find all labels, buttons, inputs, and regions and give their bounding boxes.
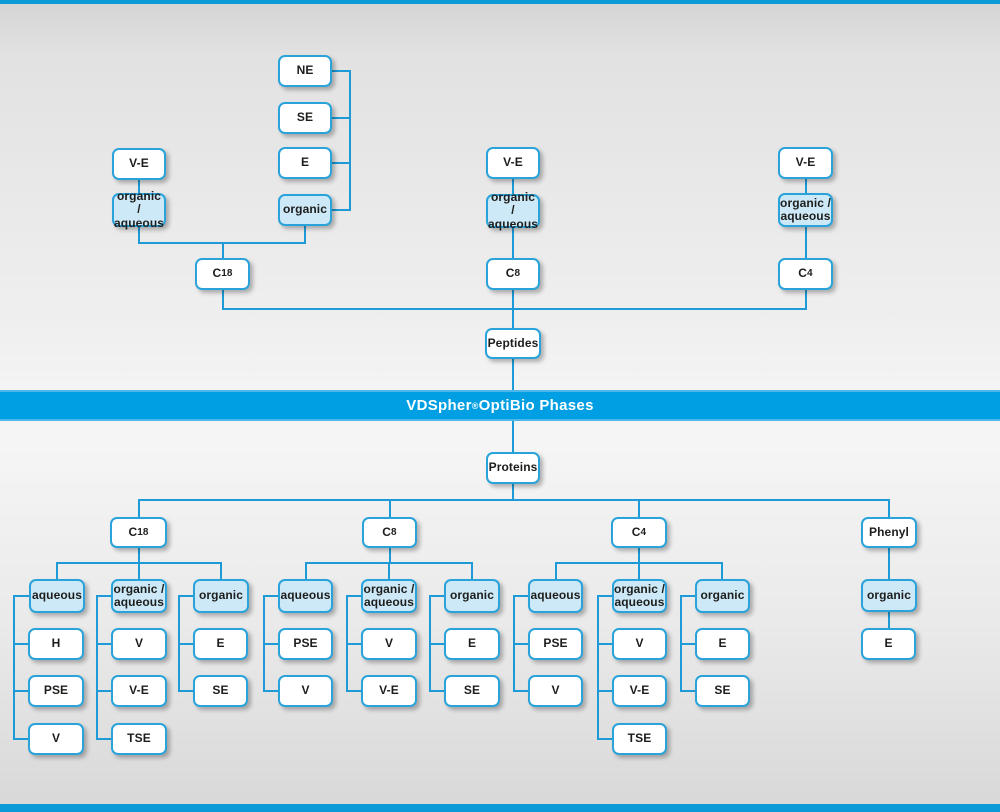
node-phenyl: Phenyl — [861, 517, 917, 548]
node-c4-aq-pse: PSE — [528, 628, 583, 660]
node-c4-oa-tse: TSE — [612, 723, 667, 755]
node-orgaq-right: organic / aqueous — [778, 193, 833, 227]
node-orgaq-left: organic / aqueous — [112, 188, 166, 230]
node-se: SE — [278, 102, 332, 134]
node-phenyl-organic: organic — [861, 579, 917, 612]
node-proteins: Proteins — [486, 452, 540, 484]
node-c8-oa-v: V — [361, 628, 417, 660]
optibio-phases-banner: VDSpher® OptiBio Phases — [0, 390, 1000, 421]
node-c8-aq-v: V — [278, 675, 333, 707]
node-c8-or-e: E — [444, 628, 500, 660]
connector-line — [332, 70, 351, 211]
node-c8-or-se: SE — [444, 675, 500, 707]
node-c4-or-se: SE — [695, 675, 750, 707]
node-ve-mid: V-E — [486, 147, 540, 179]
node-c18-aq-pse: PSE — [28, 675, 84, 707]
node-phenyl-or-e: E — [861, 628, 916, 660]
node-c4-aqueous: aqueous — [528, 579, 583, 613]
connector-line — [597, 595, 612, 740]
top-accent-bar — [0, 0, 1000, 4]
node-c8-orgaq: organic / aqueous — [361, 579, 417, 613]
node-orgaq-mid: organic / aqueous — [486, 189, 540, 231]
node-organic-top: organic — [278, 194, 332, 226]
node-c18-oa-v: V — [111, 628, 167, 660]
bottom-accent-bar — [0, 804, 1000, 812]
node-c18-aq-v: V — [28, 723, 84, 755]
node-c4-organic: organic — [695, 579, 750, 613]
node-c4-orgaq: organic / aqueous — [612, 579, 667, 613]
node-ve-left: V-E — [112, 148, 166, 180]
node-peptides: Peptides — [485, 328, 541, 359]
connector-line — [96, 595, 111, 740]
node-c8-aq-pse: PSE — [278, 628, 333, 660]
node-c18-organic: organic — [193, 579, 249, 613]
node-c18-or-se: SE — [193, 675, 248, 707]
node-ne: NE — [278, 55, 332, 87]
node-ve-right: V-E — [778, 147, 833, 179]
node-c8-organic: organic — [444, 579, 500, 613]
node-c4-oa-ve: V-E — [612, 675, 667, 707]
node-c4-aq-v: V — [528, 675, 583, 707]
node-c4-oa-v: V — [612, 628, 667, 660]
node-c18-oa-ve: V-E — [111, 675, 167, 707]
node-c18-or-e: E — [193, 628, 248, 660]
node-c4-or-e: E — [695, 628, 750, 660]
node-c8-oa-ve: V-E — [361, 675, 417, 707]
connector-line — [13, 595, 29, 740]
node-c8-aqueous: aqueous — [278, 579, 333, 613]
connector-line — [138, 499, 890, 517]
node-c18-oa-tse: TSE — [111, 723, 167, 755]
node-c18-aqueous: aqueous — [29, 579, 85, 613]
node-e-top: E — [278, 147, 332, 179]
node-c18-orgaq: organic / aqueous — [111, 579, 167, 613]
node-c18-aq-h: H — [28, 628, 84, 660]
connector-line — [222, 290, 807, 310]
